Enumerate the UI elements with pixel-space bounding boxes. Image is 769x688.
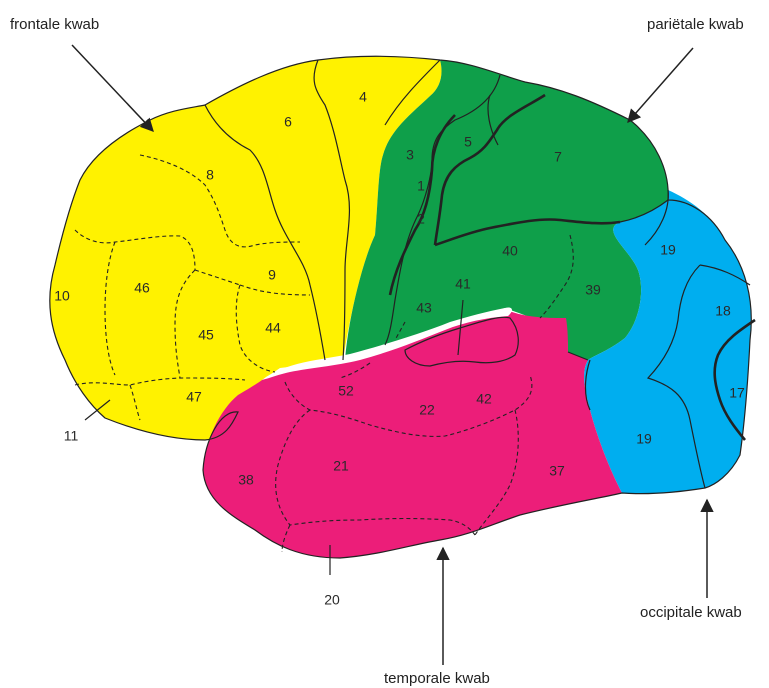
occipital-lobe [584,190,752,494]
area-4: 4 [359,89,367,105]
area-52: 52 [338,383,354,399]
area-42: 42 [476,391,492,407]
area-19-lower: 19 [636,431,652,447]
area-40: 40 [502,243,518,259]
brain-outline [49,55,752,559]
area-8: 8 [206,167,214,183]
parietal-lobe [345,60,669,360]
area-20: 20 [324,592,340,608]
area-18: 18 [715,303,731,319]
area-44: 44 [265,320,281,336]
label-occipital-lobe: occipitale kwab [640,604,742,621]
area-10: 10 [54,288,70,304]
major-sulci [388,93,756,441]
label-parietal-lobe: pariëtale kwab [647,16,744,33]
area-21: 21 [333,458,349,474]
area-22: 22 [419,402,435,418]
arrow-parietal-lobe [627,47,694,124]
area-3: 3 [406,147,414,163]
area-9: 9 [268,267,276,283]
label-frontal-lobe: frontale kwab [10,16,99,33]
dashed-borders [74,154,574,553]
lateral-sulcus-gap [262,307,512,380]
area-17: 17 [729,385,745,401]
area-38: 38 [238,472,254,488]
area-39: 39 [585,282,601,298]
area-43: 43 [416,300,432,316]
area-37: 37 [549,463,565,479]
area-6: 6 [284,114,292,130]
solid-borders [84,59,751,575]
area-46: 46 [134,280,150,296]
arrow-frontal-lobe [71,44,154,132]
area-5: 5 [464,134,472,150]
area-41: 41 [455,276,471,292]
area-19-upper: 19 [660,242,676,258]
label-temporal-lobe: temporale kwab [384,670,490,687]
area-1: 1 [417,178,425,194]
area-45: 45 [198,327,214,343]
area-numbers: 4 6 8 9 10 46 45 44 47 11 3 1 2 5 7 40 4… [54,89,745,608]
area-47: 47 [186,389,202,405]
temporal-lobe [203,310,622,558]
area-2: 2 [417,211,425,227]
area-11: 11 [64,428,79,444]
area-7: 7 [554,149,562,165]
